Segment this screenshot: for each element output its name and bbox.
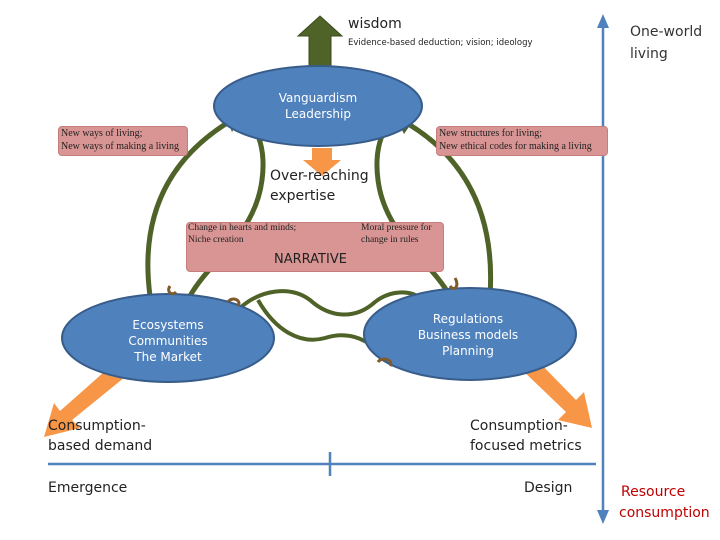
top-ellipse [213,65,423,147]
narrative-right-line1: Moral pressure for [361,223,432,233]
wisdom-arrow [296,15,344,67]
wisdom-label: wisdom [348,16,402,32]
left-box-line1: New ways of living; [61,128,143,139]
vertical-axis-bottom-arrowhead [597,510,609,524]
left-ellipse [61,293,275,383]
left-box-line2: New ways of making a living [61,141,180,152]
expertise-line1: Over-reaching [270,168,369,184]
right-box-line2: New ethical codes for making a living [439,141,592,152]
narrative-box [186,222,444,272]
design-label: Design [524,480,573,496]
emergence-label: Emergence [48,480,128,496]
left-output-line1: Consumption- [48,418,146,434]
left-output-arrow [44,365,125,437]
wisdom-subtitle: Evidence-based deduction; vision; ideolo… [348,38,533,48]
left-ellipse-line2: Communities [128,334,208,348]
expertise-arrow [303,148,341,176]
right-change-box [436,126,608,156]
narrative-right-line2: change in rules [361,235,419,245]
left-outer-curve-arrow [145,117,234,297]
right-ellipse-line2: Business models [417,328,519,342]
right-ellipse-line3: Planning [442,344,494,358]
left-change-box [58,126,188,156]
resource-consumption-line1: Resource [621,484,686,500]
left-output-line2: based demand [48,438,153,454]
right-output-arrow [518,354,592,428]
expertise-line2: expertise [270,188,336,204]
right-outer-curve-arrow [403,119,494,297]
resource-consumption-line2: consumption [619,505,710,521]
right-output-line1: Consumption- [470,418,568,434]
right-ellipse [363,287,577,381]
narrative-left-line2: Niche creation [188,235,244,245]
left-ellipse-line3: The Market [134,350,202,364]
top-ellipse-line1: Vanguardism [278,91,358,105]
one-world-living-line1: One-world [630,24,703,40]
narrative-title: NARRATIVE [274,252,347,267]
right-output-line2: focused metrics [470,438,582,454]
one-world-living-line2: living [630,46,668,62]
vertical-axis-top-arrowhead [597,14,609,28]
upper-s-curve [238,289,422,317]
right-ellipse-line1: Regulations [432,312,504,326]
right-box-line1: New structures for living; [439,128,543,139]
top-ellipse-line2: Leadership [285,107,351,121]
narrative-left-line1: Change in hearts and minds; [188,223,297,233]
left-ellipse-line1: Ecosystems [132,318,204,332]
hook-icon [167,277,459,367]
